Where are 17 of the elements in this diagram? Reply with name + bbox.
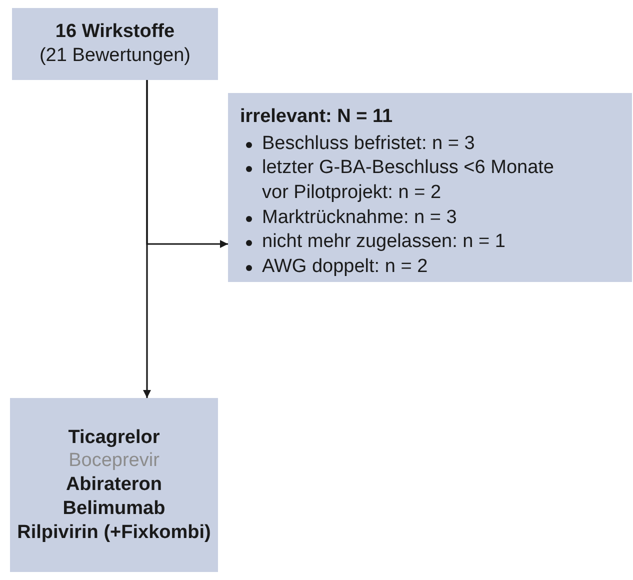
box-heading: irrelevant: N = 11 [240, 105, 394, 129]
list-item: nicht mehr zugelassen: n = 1 [262, 230, 506, 254]
drug-name: Abirateron [66, 473, 162, 497]
exclusion-box [228, 93, 632, 282]
box-note: (21 Bewertungen) [39, 44, 191, 68]
list-item: Marktrücknahme: n = 3 [262, 206, 458, 230]
box-heading: 16 Wirkstoffe [55, 20, 175, 44]
drug-name: Rilpivirin (+Fixkombi) [17, 520, 211, 544]
arrow [143, 80, 151, 398]
drug-name: Belimumab [62, 496, 166, 521]
start-box [12, 8, 218, 80]
drug-name: Boceprevir [68, 449, 160, 474]
drug-name: Ticagrelor [68, 426, 160, 450]
list-item: AWG doppelt: n = 2 [262, 255, 429, 280]
result-box [10, 398, 218, 572]
list-item: Beschluss befristet: n = 3 [262, 132, 476, 156]
list-item: letzter G-BA-Beschluss <6 Monate vor Pilotprojekt: n = 2 [262, 156, 555, 206]
